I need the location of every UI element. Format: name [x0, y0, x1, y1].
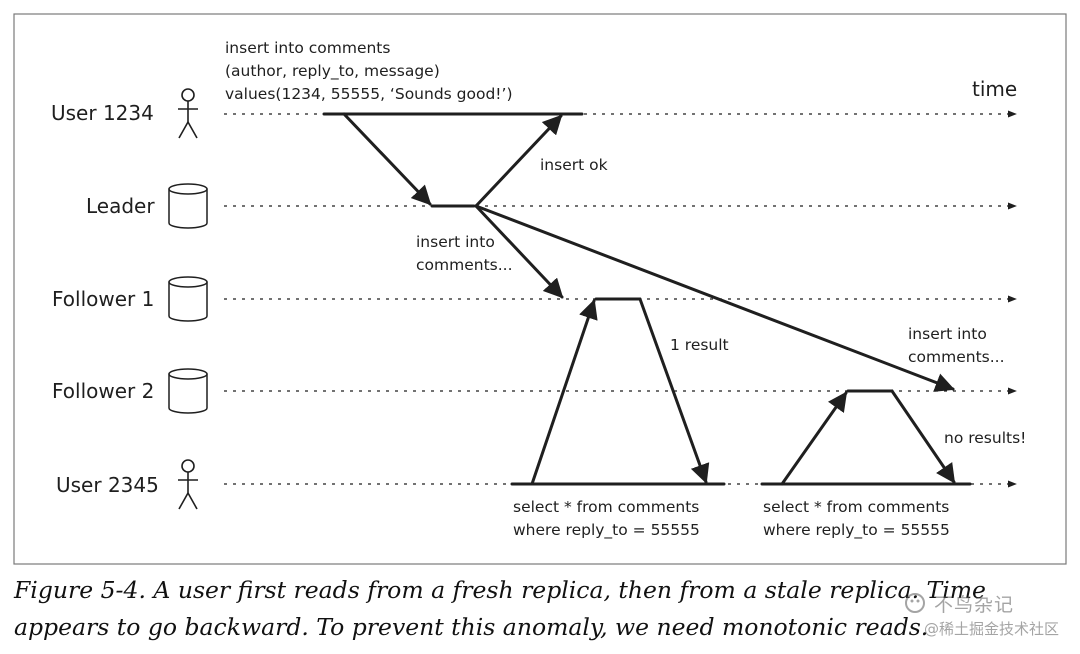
lane-label-user-2345: User 2345 — [56, 473, 159, 497]
lane-label-user-1234: User 1234 — [51, 101, 154, 125]
read-request-follower-1-arrow — [530, 299, 598, 486]
replicate-follower-2-line-2: comments... — [908, 348, 1005, 366]
no-results-response-arrow — [890, 389, 956, 484]
insert-statement-line-3: values(1234, 55555, ‘Sounds good!’) — [225, 85, 513, 103]
replicate-follower-2-line-1: insert into — [908, 325, 987, 343]
time-axis-label: time — [972, 77, 1017, 101]
one-result-response-arrow — [638, 297, 710, 484]
insert-statement-line-2: (author, reply_to, message) — [225, 62, 440, 81]
read-request-follower-2-arrow — [780, 391, 848, 486]
replicate-follower-1-line-2: comments... — [416, 256, 513, 274]
figure-caption: Figure 5-4. A user first reads from a fr… — [14, 576, 986, 641]
insert-statement-line-1: insert into comments — [225, 39, 390, 57]
select-query-2-line-1: select * from comments — [763, 498, 949, 516]
select-query-1-line-2: where reply_to = 55555 — [513, 521, 700, 540]
database-icon — [168, 183, 208, 229]
watermark-title: 不鸟杂记 — [934, 594, 1015, 616]
lane-label-leader: Leader — [86, 194, 155, 218]
select-query-1-line-1: select * from comments — [513, 498, 699, 516]
insert-ok-arrow — [474, 114, 563, 208]
database-icon — [168, 368, 208, 414]
replicate-follower-1-line-1: insert into — [416, 233, 495, 251]
lane-label-follower-1: Follower 1 — [52, 287, 154, 311]
select-query-2-line-2: where reply_to = 55555 — [763, 521, 950, 540]
replication-arrow-follower-1 — [474, 204, 564, 299]
no-results-label: no results! — [944, 429, 1026, 447]
watermark: 不鸟杂记 @稀土掘金技术社区 — [900, 588, 1070, 648]
watermark-subtitle: @稀土掘金技术社区 — [924, 620, 1060, 638]
user-icon — [178, 88, 198, 139]
replication-arrow-follower-2 — [474, 204, 955, 392]
write-request-arrow — [342, 112, 432, 206]
database-icon — [168, 276, 208, 322]
user-icon — [178, 459, 198, 510]
insert-ok-label: insert ok — [540, 156, 608, 174]
one-result-label: 1 result — [670, 336, 729, 354]
lane-label-follower-2: Follower 2 — [52, 379, 154, 403]
bird-logo-icon — [905, 593, 925, 613]
